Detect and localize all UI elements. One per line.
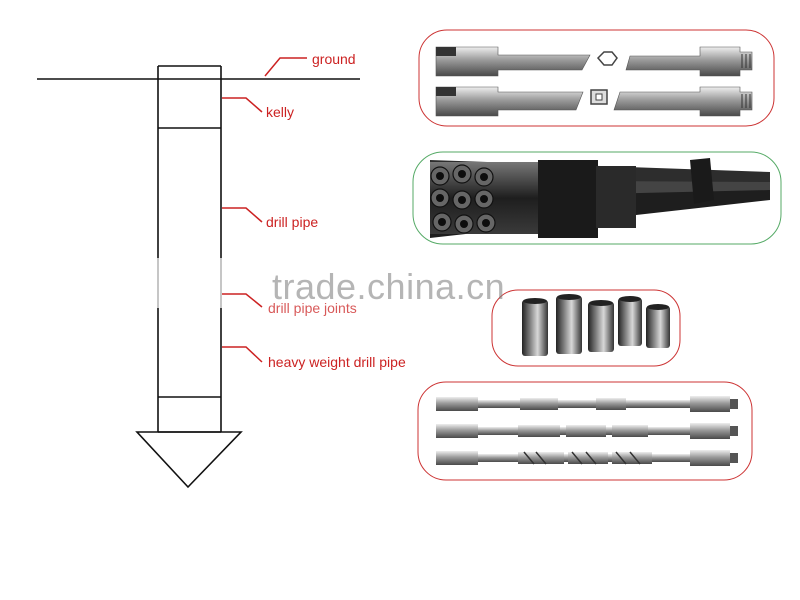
heavy-weight-panel [417,381,753,481]
tool-joint [646,306,670,348]
leader-drill-pipe [222,207,263,223]
label-heavy-weight-drill-pipe: heavy weight drill pipe [268,354,406,370]
hex-nut-icon [596,51,618,66]
label-ground: ground [312,51,356,67]
drill-pipe-panel [412,151,782,245]
leader-ground [264,57,307,77]
tool-joint [618,298,642,346]
label-drill-pipe: drill pipe [266,214,319,230]
joints-panel [491,289,681,367]
joint-set [522,294,670,356]
kelly-bar-hex [435,46,753,77]
watermark: trade.china.cn [272,266,506,307]
heavy-pipe-row [436,423,738,439]
heavy-pipe-row [436,396,738,412]
kelly-bar-square [435,86,753,117]
heavy-pipe-row [436,450,738,466]
joint-gap-left [152,258,164,308]
drill-string [135,65,243,489]
leader-kelly [222,97,263,113]
leader-joints [222,293,263,308]
kelly-panel [418,29,775,127]
leader-heavy-weight [222,346,263,363]
leader-lines [222,57,307,363]
drill-bit [135,431,243,489]
label-kelly: kelly [266,104,295,120]
tool-joint [556,296,582,354]
joint-gap-right [215,258,227,308]
tool-joint [522,300,548,356]
pipe-bundle [430,158,770,238]
tool-joint [588,302,614,352]
label-drill-pipe-joints: drill pipe joints [268,300,357,316]
